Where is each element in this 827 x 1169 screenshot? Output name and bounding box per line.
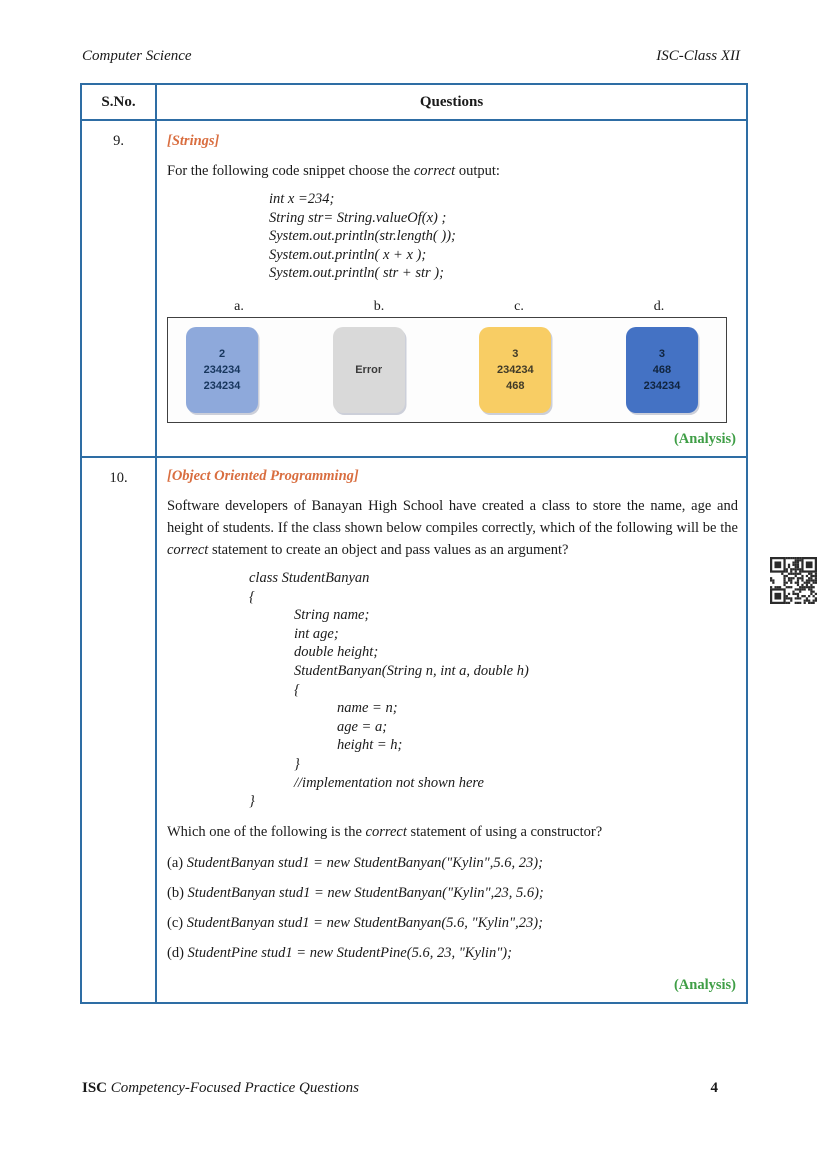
option-d-line: 234234: [643, 379, 681, 392]
code-line: class StudentBanyan: [249, 569, 370, 586]
qr-code: [770, 557, 817, 604]
option-c-line: 468: [506, 379, 525, 392]
question-10-question-line: Which one of the following is the correc…: [167, 823, 603, 840]
option-b-line: Error: [355, 363, 383, 376]
option-label-a: a.: [234, 298, 244, 314]
code-line: height = h;: [337, 737, 403, 754]
option-box-c: 3 234234 468: [479, 326, 552, 413]
option-c-line: 234234: [496, 363, 534, 376]
option-label-c: c.: [514, 298, 524, 314]
question-10-topic: [Object Oriented Programming]: [167, 467, 359, 484]
question-9-intro: For the following code snippet choose th…: [167, 163, 500, 179]
table-header-row: S.No. Questions: [82, 85, 746, 119]
option-labels-row: a. b. c. d.: [169, 299, 729, 315]
option-a-line: 234234: [203, 363, 241, 376]
code-line: {: [249, 588, 255, 605]
mc-option-c: (c) StudentBanyan stud1 = new StudentBan…: [167, 914, 543, 931]
question-number-9: 9.: [82, 121, 157, 456]
mc-option-b: (b) StudentBanyan stud1 = new StudentBan…: [167, 884, 544, 901]
questions-column-header: Questions: [419, 94, 484, 110]
analysis-tag-q10: (Analysis): [673, 976, 736, 993]
page-number: 4: [710, 1080, 719, 1096]
mc-option-a: (a) StudentBanyan stud1 = new StudentBan…: [167, 854, 543, 871]
question-row-9: 9. [Strings] For the following code snip…: [82, 119, 746, 456]
option-d-line: 468: [652, 363, 672, 376]
code-line: System.out.println( x + x );: [269, 246, 427, 263]
option-a-line: 234234: [203, 379, 241, 392]
questions-table: S.No. Questions 9. [Strings] For the fol…: [80, 83, 748, 1004]
code-line: int x =234;: [269, 191, 335, 207]
code-line: String str= String.valueOf(x) ;: [269, 209, 447, 226]
option-c-line: 3: [512, 347, 519, 360]
option-d-line: 3: [658, 347, 666, 360]
header-subject: Computer Science: [82, 48, 192, 64]
question-10-cell: [Object Oriented Programming] Software d…: [157, 458, 746, 1002]
question-9-topic: [Strings]: [167, 133, 220, 149]
sno-column-header: S.No.: [82, 85, 157, 119]
option-box-b: Error: [332, 326, 405, 413]
code-line: StudentBanyan(String n, int a, double h): [294, 662, 529, 679]
question-9-code: int x =234; String str= String.valueOf(x…: [269, 190, 738, 283]
footer-title: ISC Competency-Focused Practice Question…: [82, 1080, 360, 1096]
code-line: String name;: [294, 607, 370, 624]
option-box-a: 2 234234 234234: [186, 326, 258, 413]
code-line: {: [294, 681, 300, 698]
option-label-d: d.: [653, 298, 665, 314]
options-figure: 2 234234 234234 Error 3 234234 468: [167, 316, 727, 423]
option-a-line: 2: [218, 347, 226, 360]
code-line: //implementation not shown here: [294, 774, 484, 791]
page-header: Computer Science ISC-Class XII: [82, 48, 740, 65]
option-box-d: 3 468 234234: [625, 326, 698, 413]
code-line: }: [294, 755, 300, 772]
code-line: age = a;: [337, 718, 388, 735]
code-line: double height;: [294, 644, 379, 661]
code-line: }: [249, 793, 255, 810]
mc-option-d: (d) StudentPine stud1 = new StudentPine(…: [167, 944, 512, 961]
code-line: name = n;: [337, 700, 398, 717]
code-line: System.out.println(str.length( ));: [269, 228, 456, 245]
header-course: ISC-Class XII: [656, 48, 740, 64]
question-row-10: 10. [Object Oriented Programming] Softwa…: [82, 455, 746, 1002]
question-number-10: 10.: [82, 457, 157, 1002]
question-10-paragraph: Software developers of Banayan High Scho…: [167, 497, 738, 558]
question-9-cell: [Strings] For the following code snippet…: [157, 121, 746, 456]
analysis-tag-q9: (Analysis): [673, 430, 736, 447]
option-label-b: b.: [373, 298, 385, 314]
page-footer: ISC Competency-Focused Practice Question…: [82, 1080, 740, 1097]
code-line: int age;: [294, 625, 339, 642]
question-10-code: class StudentBanyan { String name; int a…: [249, 569, 738, 811]
code-line: System.out.println( str + str );: [269, 265, 444, 282]
